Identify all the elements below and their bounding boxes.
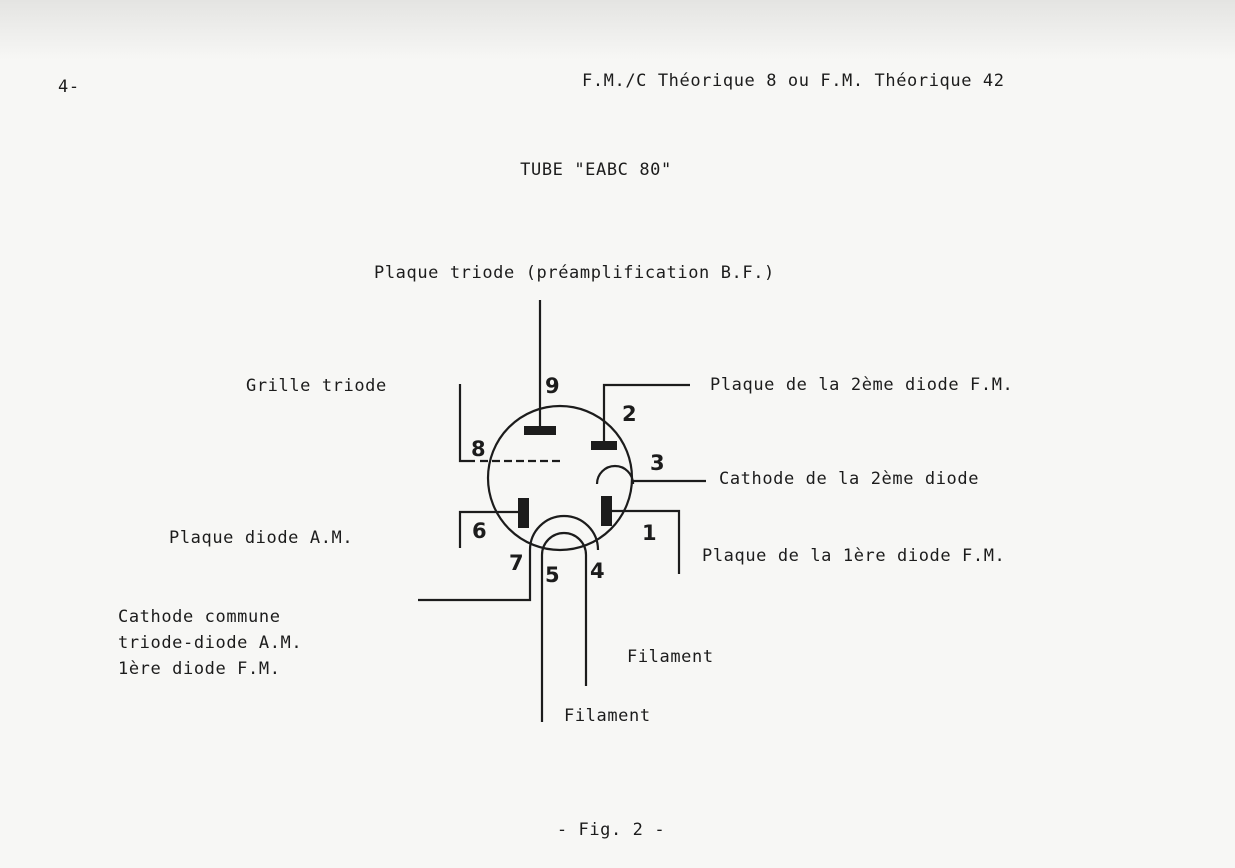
label-pin9-plate-triode: Plaque triode (préamplification B.F.)	[374, 263, 775, 283]
label-pin2-plate-2nd-diode: Plaque de la 2ème diode F.M.	[710, 375, 1014, 395]
pin3-cathode	[595, 464, 635, 485]
pin-number-4: 4	[590, 559, 605, 583]
label-pin6-plate-diode-am: Plaque diode A.M.	[169, 528, 354, 548]
page-number: 4-	[58, 77, 80, 97]
pin-number-2: 2	[622, 402, 637, 426]
pin-number-9: 9	[545, 374, 560, 398]
pin-number-8: 8	[471, 437, 486, 461]
pin-number-3: 3	[650, 451, 665, 475]
label-pin7-common-cathode: Cathode commune triode-diode A.M. 1ère d…	[118, 607, 303, 679]
scan-shading	[0, 0, 1235, 60]
label-pin4-filament: Filament	[627, 647, 714, 667]
tube-base-circle	[486, 404, 634, 552]
label-pin3-cathode-2nd-diode: Cathode de la 2ème diode	[719, 469, 980, 489]
pin1-lead	[612, 509, 681, 574]
pin2-plate	[591, 441, 617, 450]
pin9-plate	[524, 426, 556, 435]
header-reference: F.M./C Théorique 8 ou F.M. Théorique 42	[582, 71, 1005, 91]
pin6-lead	[458, 510, 518, 548]
pin-number-7: 7	[509, 551, 524, 575]
pin-number-6: 6	[472, 519, 487, 543]
pin7-lead	[418, 550, 532, 602]
pin2-lead	[602, 383, 690, 445]
label-pin5-filament: Filament	[564, 706, 651, 726]
label-pin1-plate-1st-diode: Plaque de la 1ère diode F.M.	[702, 546, 1006, 566]
pin-number-5: 5	[545, 563, 560, 587]
figure-caption: - Fig. 2 -	[556, 820, 666, 840]
pin6-plate	[518, 498, 529, 528]
label-pin8-grid-triode: Grille triode	[246, 376, 387, 396]
pin1-plate	[601, 496, 612, 526]
filament-arc-inner	[540, 531, 588, 556]
filament-arc-outer	[528, 514, 600, 551]
pin-number-1: 1	[642, 521, 657, 545]
pin3-lead	[631, 479, 706, 484]
page-title: TUBE "EABC 80"	[520, 160, 672, 180]
pin8-lead	[458, 384, 475, 463]
